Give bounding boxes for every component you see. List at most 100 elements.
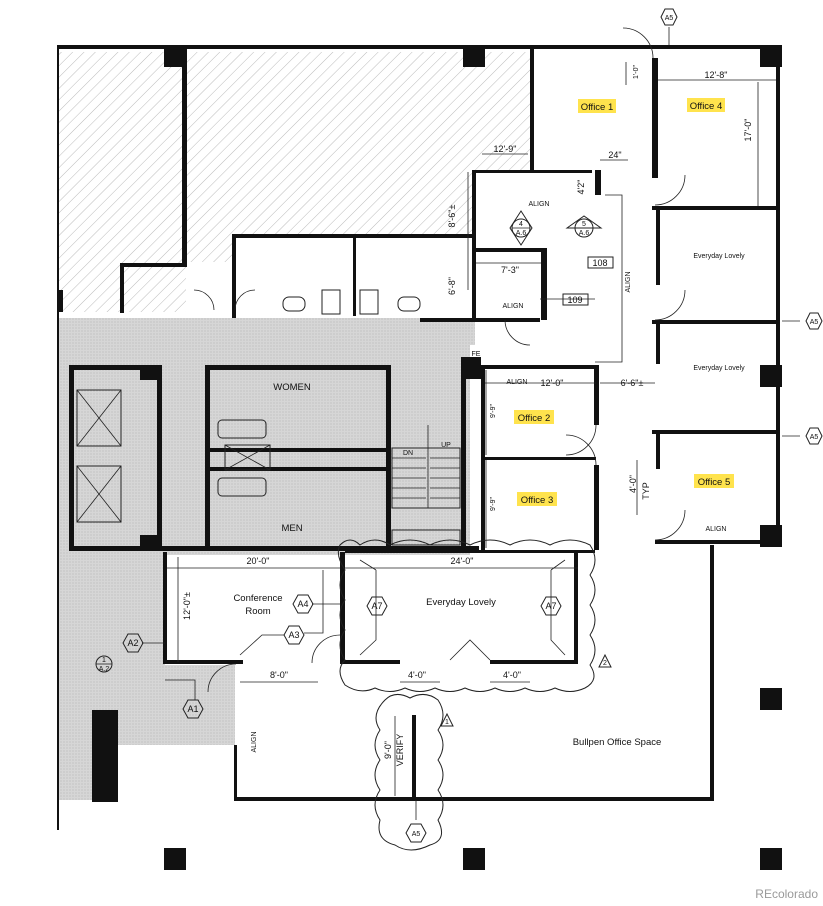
recolorado-watermark: REcolorado [755, 887, 818, 901]
doors [193, 27, 686, 693]
dimension-lines [167, 62, 776, 796]
dimension-labels: 12'-8" 17'-0" 1'-0" 12'-9" 24" 4'2" 8'-6… [182, 65, 753, 767]
align-notes: ALIGN ALIGN ALIGN ALIGN ALIGN ALIGN [251, 201, 727, 753]
office-3-highlight [517, 492, 557, 506]
align-note-6: ALIGN [251, 731, 258, 752]
align-note-1: ALIGN [528, 201, 549, 208]
svg-text:A5: A5 [412, 831, 421, 838]
room-labels: Office 1 Office 4 Office 2 Office 3 Offi… [233, 101, 745, 748]
office-5-highlight [694, 474, 734, 488]
dim-12-9: 12'-9" [494, 144, 517, 154]
dim-9-9-b: 9'-9" [490, 497, 497, 511]
svg-text:A3: A3 [288, 630, 299, 640]
office-5-label: Office 5 [698, 477, 731, 488]
tag-a5-right-1: A5 [805, 312, 823, 330]
everyday-lovely-label-2: Everyday Lovely [693, 365, 745, 372]
tag-a1: A1 [182, 699, 204, 719]
stair-up-label: UP [441, 442, 451, 449]
dim-6-6: 6'-6"± [621, 378, 644, 388]
office-4-highlight [687, 98, 725, 112]
dim-17-0: 17'-0" [743, 119, 753, 142]
svg-text:A.6: A.6 [579, 230, 590, 237]
section-markers: 4 A.6 5 A.6 1 A.2 1 2 [95, 210, 612, 727]
everyday-lovely-label-3: Everyday Lovely [426, 597, 496, 608]
svg-text:A2: A2 [127, 638, 138, 648]
room-109-tag: 109 [567, 295, 582, 305]
leader-lines [142, 27, 800, 820]
men-restroom-label: MEN [281, 523, 302, 534]
dim-6-8: 6'-8" [447, 277, 457, 295]
fire-extinguisher-label: FE [472, 351, 481, 358]
conference-room-label-2: Room [245, 606, 270, 617]
dim-7-3: 7'-3" [501, 265, 519, 275]
section-marker-1-a2: 1 A.2 [95, 655, 113, 673]
svg-text:1: 1 [445, 719, 449, 726]
dim-12-0: 12'-0" [541, 378, 564, 388]
svg-text:A7: A7 [371, 601, 382, 611]
tag-a7-right: A7 [540, 596, 562, 616]
stair-down-label: DN [403, 450, 413, 457]
office-1-label: Office 1 [581, 102, 614, 113]
office-3-label: Office 3 [521, 495, 554, 506]
dim-4-2: 4'2" [576, 180, 586, 195]
tag-a4: A4 [292, 594, 314, 614]
room-108-tag: 108 [592, 258, 607, 268]
dim-4-0-a: 4'-0" [408, 670, 426, 680]
tag-a5-right-2: A5 [805, 427, 823, 445]
svg-text:A4: A4 [297, 599, 308, 609]
tag-a2: A2 [122, 633, 144, 653]
svg-text:A.2: A.2 [99, 666, 110, 673]
dim-4-0-typ: 4'-0" [628, 475, 638, 493]
dim-12-0-pm: 12'-0"± [182, 592, 192, 620]
dim-24-0: 24'-0" [451, 556, 474, 566]
bullpen-office-label: Bullpen Office Space [573, 737, 662, 748]
align-note-3: ALIGN [625, 271, 632, 292]
conference-room-label-1: Conference [233, 593, 282, 604]
section-marker-4-a6: 4 A.6 [509, 210, 533, 246]
align-note-5: ALIGN [705, 526, 726, 533]
dim-typ: TYP [641, 482, 651, 500]
dim-4-0-b: 4'-0" [503, 670, 521, 680]
verify-note: VERIFY [395, 734, 405, 767]
restroom-fixtures [217, 289, 421, 497]
revision-delta-1: 1 [440, 712, 454, 727]
tag-a3: A3 [283, 625, 305, 645]
exterior-walls [57, 45, 782, 870]
svg-text:A5: A5 [810, 434, 819, 441]
tag-a5-bottom: A5 [405, 823, 427, 843]
revision-delta-2: 2 [598, 653, 612, 668]
office-1-highlight [578, 99, 616, 113]
office-2-label: Office 2 [518, 413, 551, 424]
svg-text:A7: A7 [545, 601, 556, 611]
dim-9-0: 9'-0" [383, 741, 393, 759]
section-marker-5-a6: 5 A.6 [565, 215, 603, 238]
stairwell [391, 425, 461, 546]
dim-8-6: 8'-6"± [447, 205, 457, 228]
align-note-4: ALIGN [506, 379, 527, 386]
tag-a7-left: A7 [366, 596, 388, 616]
dim-1-0: 1'-0" [633, 65, 640, 79]
elevators [76, 389, 122, 523]
svg-text:A5: A5 [810, 319, 819, 326]
women-restroom-label: WOMEN [273, 382, 311, 393]
interior-walls [57, 49, 780, 802]
tag-a5-top: A5 [660, 8, 678, 26]
svg-text:A5: A5 [665, 15, 674, 22]
office-2-highlight [514, 410, 554, 424]
svg-text:4: 4 [519, 221, 523, 228]
svg-text:1: 1 [102, 657, 106, 664]
dim-9-9-a: 9'-9" [490, 404, 497, 418]
office-4-label: Office 4 [690, 101, 723, 112]
elevator-1 [76, 389, 122, 447]
everyday-lovely-label-1: Everyday Lovely [693, 253, 745, 260]
svg-text:A.6: A.6 [516, 230, 527, 237]
svg-text:5: 5 [582, 221, 586, 228]
dim-20-0: 20'-0" [247, 556, 270, 566]
elevation-tags: A5 A5 A5 A5 A4 A3 A7 A7 A2 A1 [122, 8, 823, 843]
dim-12-8: 12'-8" [705, 70, 728, 80]
revision-clouds [337, 539, 596, 851]
dim-8-0: 8'-0" [270, 670, 288, 680]
svg-text:A1: A1 [187, 704, 198, 714]
elevator-2 [76, 465, 122, 523]
